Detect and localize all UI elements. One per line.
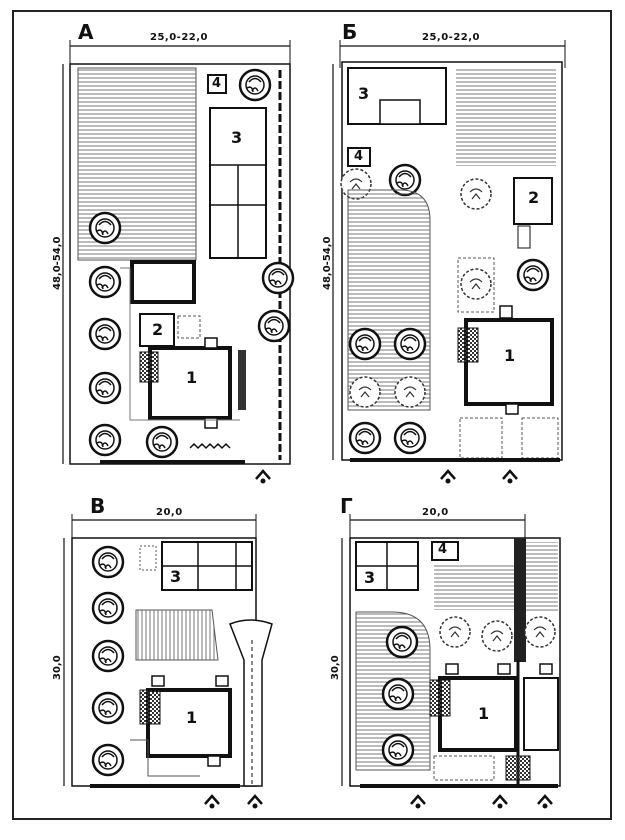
plan-v-width-dimension: 20,0 bbox=[156, 507, 183, 518]
plan-g-entry-icon bbox=[536, 794, 554, 810]
plan-v-tree bbox=[91, 545, 125, 579]
plan-g-object-4 bbox=[431, 541, 459, 561]
plan-a-entry-icon bbox=[254, 469, 272, 485]
plan-g-entry-icon bbox=[491, 794, 509, 810]
plan-a-object-4 bbox=[207, 74, 227, 94]
plan-g-house-neighbor bbox=[523, 677, 559, 751]
plan-a-building-2 bbox=[139, 313, 175, 347]
plan-b-label-1: 1 bbox=[504, 346, 516, 365]
plan-b-letter: Б bbox=[342, 20, 358, 44]
plan-b-garden-bed bbox=[456, 68, 556, 166]
plan-b-label-3: 3 bbox=[358, 84, 370, 103]
plan-a-letter: А bbox=[78, 20, 94, 44]
plan-a-width-dimension: 25,0-22,0 bbox=[150, 32, 208, 43]
plan-a-depth-dimension: 48,0-54,0 bbox=[52, 236, 63, 291]
plan-v-letter: В bbox=[90, 494, 106, 518]
plan-g-garden-bed bbox=[434, 564, 514, 610]
plan-a bbox=[62, 40, 295, 485]
plan-a-tree bbox=[238, 68, 272, 102]
plan-g-entry-icon bbox=[409, 794, 427, 810]
plan-a-tree bbox=[257, 309, 291, 343]
plan-b-entry-icon bbox=[501, 469, 519, 485]
plan-b-object-4 bbox=[347, 147, 371, 167]
plan-g bbox=[341, 514, 561, 810]
plan-v bbox=[63, 514, 273, 810]
plan-g-label-4: 4 bbox=[438, 542, 448, 557]
plan-a-tree bbox=[88, 317, 122, 351]
plan-a-house-1 bbox=[148, 346, 232, 420]
plan-b-tree bbox=[393, 327, 427, 361]
plan-a-label-3: 3 bbox=[231, 128, 243, 147]
plan-g-letter: Г bbox=[340, 494, 353, 518]
plan-g-tree bbox=[385, 625, 419, 659]
plan-g-label-1: 1 bbox=[478, 704, 490, 723]
plan-v-entry-icon bbox=[203, 794, 221, 810]
plan-v-label-1: 1 bbox=[186, 708, 198, 727]
plan-a-tree bbox=[88, 265, 122, 299]
plan-v-entry-icon bbox=[246, 794, 264, 810]
plan-g-width-dimension: 20,0 bbox=[422, 507, 449, 518]
plan-a-tree bbox=[261, 261, 295, 295]
plan-v-tree bbox=[91, 591, 125, 625]
plan-b-bush bbox=[460, 268, 492, 300]
plan-b-entry-icon bbox=[439, 469, 457, 485]
plan-b-tree bbox=[516, 258, 550, 292]
plan-g-tree bbox=[381, 733, 415, 767]
plan-a-label-1: 1 bbox=[186, 368, 198, 387]
plan-b-width-dimension: 25,0-22,0 bbox=[422, 32, 480, 43]
plan-v-depth-dimension: 30,0 bbox=[52, 655, 63, 680]
plan-v-tree bbox=[91, 691, 125, 725]
plan-a-label-4: 4 bbox=[212, 76, 222, 91]
plan-b-building-2 bbox=[513, 177, 553, 225]
plan-g-fence bbox=[514, 538, 526, 662]
plan-b-bush bbox=[460, 178, 492, 210]
plan-g-bush bbox=[524, 616, 556, 648]
plan-b bbox=[332, 40, 566, 485]
plan-b-tree bbox=[348, 421, 382, 455]
plan-b-label-2: 2 bbox=[528, 188, 540, 207]
plan-a-label-2: 2 bbox=[152, 320, 164, 339]
plan-v-house-1 bbox=[146, 688, 232, 758]
plan-v-label-3: 3 bbox=[170, 567, 182, 586]
plan-a-tree bbox=[88, 423, 122, 457]
plan-b-bush bbox=[349, 376, 381, 408]
plan-b-tree bbox=[393, 421, 427, 455]
plan-v-tree bbox=[91, 639, 125, 673]
plan-a-pool bbox=[130, 260, 196, 304]
plan-g-tree bbox=[381, 677, 415, 711]
plan-g-bush bbox=[439, 616, 471, 648]
plan-v-garden-bed bbox=[135, 609, 219, 661]
plan-v-tree bbox=[91, 743, 125, 777]
plan-b-tree bbox=[348, 327, 382, 361]
plan-g-depth-dimension: 30,0 bbox=[330, 655, 341, 680]
plan-a-tree bbox=[88, 371, 122, 405]
plan-b-depth-dimension: 48,0-54,0 bbox=[322, 236, 333, 291]
plan-a-garden-bed bbox=[77, 67, 197, 261]
plan-g-bush bbox=[481, 620, 513, 652]
figure-frame bbox=[12, 10, 612, 820]
plan-v-driveway bbox=[229, 619, 273, 787]
plan-a-tree bbox=[88, 211, 122, 245]
plan-b-label-4: 4 bbox=[354, 149, 364, 164]
plan-a-tree bbox=[145, 425, 179, 459]
plan-b-bush bbox=[394, 376, 426, 408]
plan-g-label-3: 3 bbox=[364, 568, 376, 587]
